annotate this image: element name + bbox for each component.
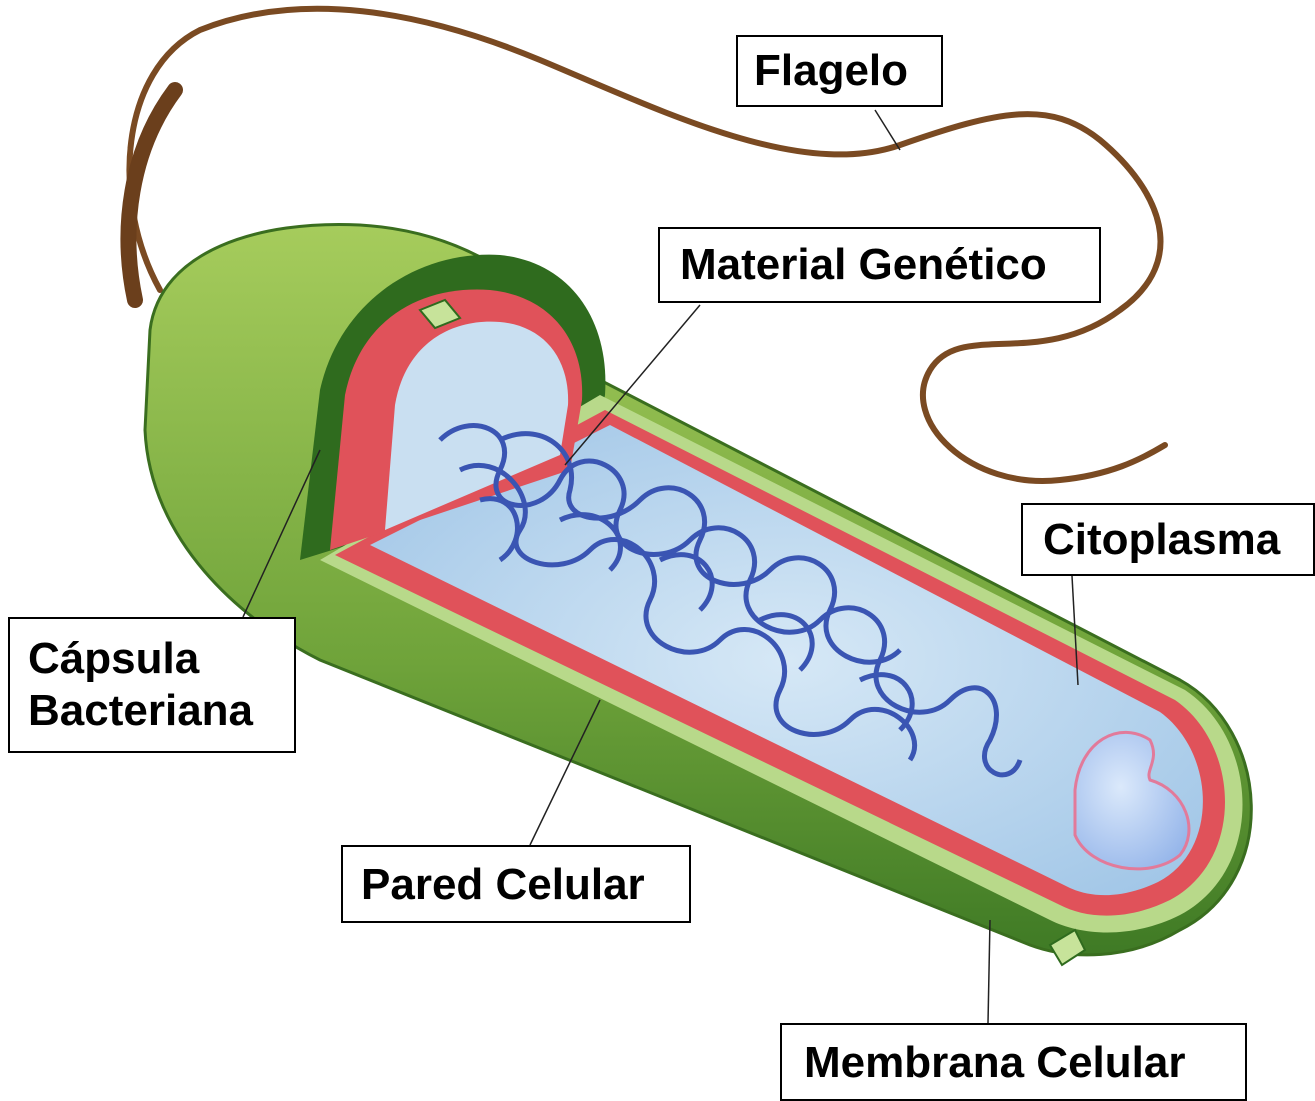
label-capsula-bacteriana: Cápsula Bacteriana [8, 617, 296, 753]
label-capsula-line2: Bacteriana [28, 685, 294, 737]
label-pared-celular: Pared Celular [341, 845, 691, 923]
label-capsula-line1: Cápsula [28, 633, 294, 685]
label-membrana-celular: Membrana Celular [780, 1023, 1247, 1101]
label-material-genetico: Material Genético [658, 227, 1101, 303]
leader-line-flagelo [875, 110, 900, 150]
label-flagelo: Flagelo [736, 35, 943, 107]
label-citoplasma: Citoplasma [1021, 503, 1315, 576]
label-flagelo-text: Flagelo [754, 45, 941, 97]
leader-line-membrana-celular [988, 920, 990, 1023]
label-pared-celular-text: Pared Celular [361, 859, 689, 911]
label-material-genetico-text: Material Genético [680, 239, 1099, 291]
label-membrana-celular-text: Membrana Celular [804, 1037, 1245, 1089]
label-citoplasma-text: Citoplasma [1043, 514, 1313, 566]
